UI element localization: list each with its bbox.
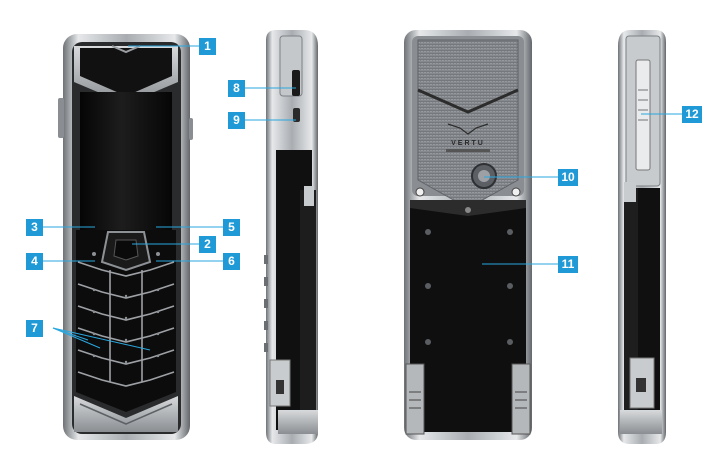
phone-side-right (618, 30, 666, 444)
callout-badge-5: 5 (223, 219, 240, 236)
callout-badge-7: 7 (26, 320, 43, 337)
brand-logo: VERTU (451, 140, 485, 147)
callout-badge-9: 9 (228, 112, 245, 129)
engraving-mark (446, 149, 490, 152)
callout-lines (43, 45, 682, 351)
callout-badge-11: 11 (558, 256, 578, 273)
callout-badge-10: 10 (558, 169, 578, 186)
callout-badge-2: 2 (199, 236, 216, 253)
phone-front (58, 34, 193, 440)
callout-badge-1: 1 (199, 38, 216, 55)
callout-badge-3: 3 (26, 219, 43, 236)
phone-back: VERTU (404, 30, 532, 440)
phone-side-left (264, 30, 318, 444)
callout-badge-4: 4 (26, 253, 43, 270)
callout-badge-8: 8 (228, 80, 245, 97)
callout-badge-12: 12 (682, 106, 702, 123)
callout-badge-6: 6 (223, 253, 240, 270)
